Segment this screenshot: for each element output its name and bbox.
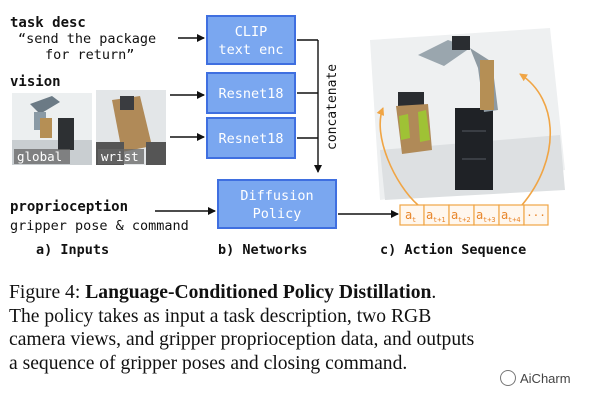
clip-text-encoder-box	[206, 15, 296, 65]
caption-title: Language-Conditioned Policy Distillation	[85, 282, 432, 303]
wrist-camera-image: wrist	[96, 90, 166, 165]
action-cell-ellipsis	[523, 204, 549, 226]
action-cell-1-sub: t+1	[433, 216, 446, 224]
caption-line-3: camera views, and gripper proprioception…	[9, 329, 475, 351]
inputs-section-label: a) Inputs	[36, 242, 109, 258]
policy-figure: task desc “send the package for return” …	[10, 15, 565, 258]
task-desc-label: task desc	[10, 15, 86, 31]
task-desc-text-line1: “send the package	[18, 31, 156, 47]
action-cell-ellipsis-text: ···	[526, 209, 546, 222]
action-to-robot-arc-left	[376, 107, 419, 206]
concatenate-bracket	[297, 39, 322, 173]
action-cell-4-letter: a	[501, 208, 508, 222]
concatenate-label: concatenate	[325, 64, 340, 150]
resnet-wrist-box	[206, 117, 296, 159]
caption-line-4: a sequence of gripper poses and closing …	[9, 352, 408, 374]
task-desc-text-line2: for return”	[45, 47, 134, 63]
resnet-global-label: Resnet18	[218, 86, 283, 102]
action-cell-3-letter: a	[476, 208, 483, 222]
caption-title-period: .	[431, 282, 437, 303]
action-cell-2-sub: t+2	[458, 216, 471, 224]
proprioception-label: proprioception	[10, 199, 128, 215]
action-cell-0-sub: t	[412, 216, 416, 224]
action-cell-4-sub: t+4	[508, 216, 521, 224]
action-cell-1-letter: a	[426, 208, 433, 222]
wrist-label: wrist	[101, 149, 139, 164]
diffusion-policy-box	[217, 179, 337, 229]
action-cell-3-sub: t+3	[483, 216, 496, 224]
global-label: global	[17, 149, 62, 164]
robot-scene-image	[370, 28, 565, 200]
clip-line1: CLIP	[235, 24, 268, 40]
action-cell-0-letter: a	[405, 208, 412, 222]
diffusion-line1: Diffusion	[240, 188, 313, 204]
clip-line2: text enc	[218, 42, 283, 58]
caption-prefix: Figure 4:	[9, 282, 86, 303]
action-sequence: a t a t+1 a t+2 a t+3 a t+4 ···	[399, 204, 549, 226]
action-section-label: c) Action Sequence	[380, 242, 526, 258]
resnet-wrist-label: Resnet18	[218, 131, 283, 147]
watermark-text: AiCharm	[520, 370, 571, 386]
caption-line-2: The policy takes as input a task descrip…	[9, 305, 432, 327]
networks-section-label: b) Networks	[218, 242, 307, 258]
watermark: AiCharm	[500, 370, 571, 386]
action-cell-2-letter: a	[451, 208, 458, 222]
global-camera-image: global	[12, 93, 92, 165]
resnet-global-box	[206, 72, 296, 114]
caption-line-1: Figure 4: Language-Conditioned Policy Di…	[9, 281, 599, 305]
figure-caption: Figure 4: Language-Conditioned Policy Di…	[9, 281, 599, 375]
watermark-logo-icon	[500, 370, 516, 386]
vision-label: vision	[10, 74, 61, 90]
proprioception-text: gripper pose & command	[10, 218, 189, 234]
action-to-robot-arc-right	[519, 73, 551, 206]
diffusion-line2: Policy	[253, 206, 302, 222]
